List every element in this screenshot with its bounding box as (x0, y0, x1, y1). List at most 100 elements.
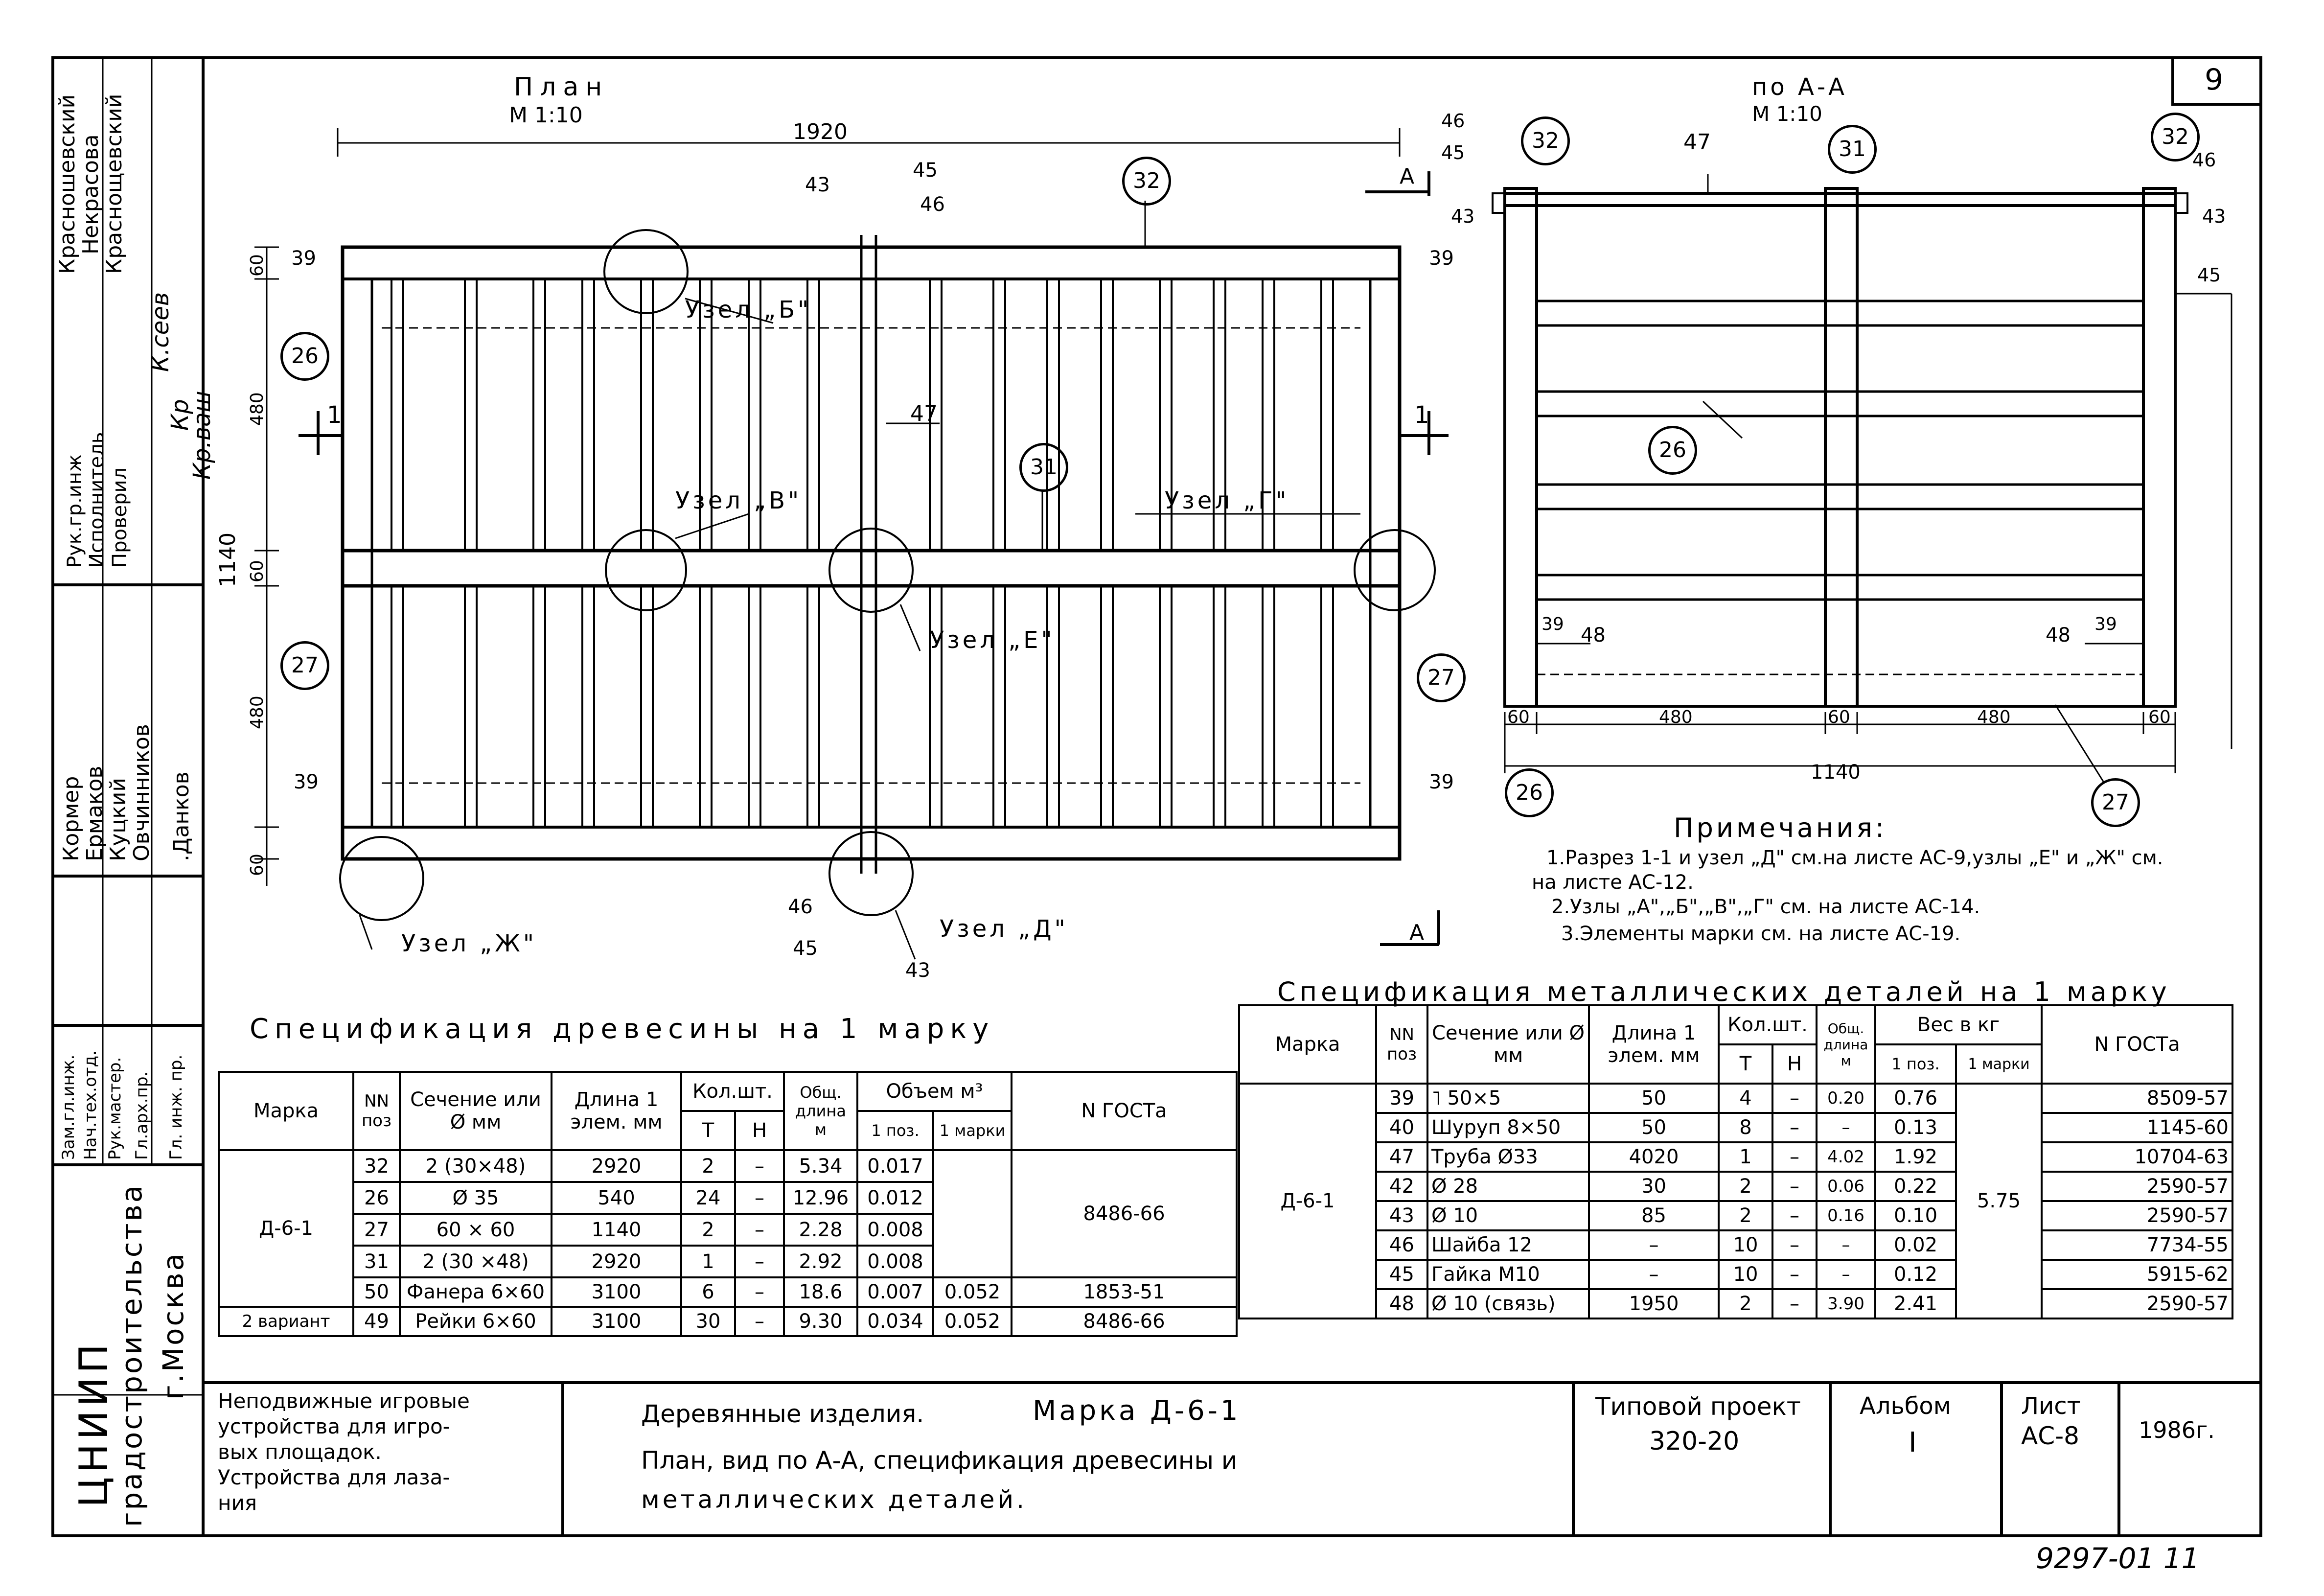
plan-slat (929, 278, 943, 552)
plan-slat (581, 278, 595, 552)
node-label: Узел „Д" (940, 915, 1068, 943)
pos-mark-39: 39 (1542, 614, 1564, 634)
album-label: Альбом (1860, 1392, 1951, 1420)
plan-slat (1159, 278, 1173, 552)
pos-mark-45: 45 (1441, 142, 1465, 163)
object-line: устройства для игро- (218, 1414, 450, 1438)
col-header: Сечение или Ø мм (399, 1071, 552, 1151)
mark-cell: Д-6-1 (218, 1149, 354, 1308)
pos-mark-31: 31 (1019, 443, 1068, 492)
cell: 0.16 (1816, 1200, 1876, 1231)
cell: Рейки 6×60 (399, 1306, 552, 1337)
cell: 47 (1375, 1141, 1428, 1173)
col-header: N ГОСТа (2041, 1004, 2234, 1085)
plan-slat (532, 585, 546, 828)
cell: 9.30 (783, 1306, 858, 1337)
cell: 0.017 (856, 1149, 934, 1183)
cell: 3100 (551, 1276, 682, 1308)
pos-mark-27: 27 (280, 641, 329, 690)
cell: 2 (30×48) (399, 1149, 552, 1183)
plan-slat (1046, 278, 1060, 552)
cell: 0.008 (856, 1245, 934, 1278)
cut-label: 1 (1414, 401, 1429, 429)
col-header: Кол.шт. (1718, 1004, 1818, 1045)
col-header: NN поз (352, 1071, 401, 1151)
plan-slat (1046, 585, 1060, 828)
cell: 8486-66 (1011, 1149, 1238, 1278)
cell: – (1772, 1200, 1818, 1231)
cell: 18.6 (783, 1276, 858, 1308)
pos-mark-45: 45 (793, 937, 818, 960)
metal-spec-table: Марка NN поз Сечение или Ø мм Длина 1 эл… (1238, 1004, 2234, 1319)
cell: Д-6-1 (1238, 1083, 1377, 1319)
pos-mark-26: 26 (1648, 426, 1697, 475)
node-label: Узел „Е" (930, 626, 1055, 654)
cell: 2 (680, 1213, 736, 1247)
plan-slat (1159, 585, 1173, 828)
role-label: .Данков (169, 771, 194, 861)
node-label: Узел „Г" (1165, 487, 1289, 514)
cell: 30 (680, 1306, 736, 1337)
plan-slat (1320, 278, 1334, 552)
plan-dim-total: 1140 (215, 532, 240, 587)
node-label: Узел „Б" (685, 296, 812, 324)
col-header: Т (680, 1110, 736, 1151)
cell: 2 (1718, 1200, 1773, 1231)
cell: 10 (1718, 1229, 1773, 1261)
role-label: Ермаков (82, 765, 107, 861)
col-header: 1 поз. (1874, 1043, 1957, 1085)
notes-title: Примечания: (1674, 812, 1887, 843)
signer-name: Некрасова (78, 134, 103, 254)
cell: 0.12 (1874, 1259, 1957, 1290)
cell: – (734, 1149, 785, 1183)
role-label: Исполнитель (86, 432, 108, 568)
pos-mark-43: 43 (2202, 206, 2226, 227)
table-row: 26 Ø 35 540 24 – 12.96 0.012 (219, 1181, 1237, 1215)
plan-slat (391, 278, 404, 552)
section-dim: 480 (1659, 707, 1693, 727)
cell: 60 × 60 (399, 1213, 552, 1247)
cell: 46 (1375, 1229, 1428, 1261)
col-header: Общ. длина м (783, 1071, 858, 1151)
plan-slat (464, 278, 478, 552)
cell: – (1772, 1259, 1818, 1290)
cell: 49 (352, 1306, 401, 1337)
cell: 3100 (551, 1306, 682, 1337)
cell: 85 (1588, 1200, 1720, 1231)
cell: 5.34 (783, 1149, 858, 1183)
object-line: Неподвижные игровые (218, 1389, 470, 1413)
note-line: 1.Разрез 1-1 и узел „Д" см.на листе АС-9… (1546, 847, 2163, 869)
section-drawing (1492, 174, 2232, 784)
cell: – (1772, 1171, 1818, 1202)
plan-slat (806, 585, 820, 828)
wood-spec-title: Спецификация древесины на 1 марку (250, 1013, 995, 1045)
sheet-value: АС-8 (2021, 1422, 2079, 1450)
section-dim-total: 1140 (1811, 761, 1861, 784)
cell: Шуруп 8×50 (1427, 1112, 1590, 1143)
project-value: 320-20 (1649, 1427, 1740, 1456)
table-row: 27 60 × 60 1140 2 – 2.28 0.008 (219, 1213, 1237, 1247)
note-line: 3.Элементы марки см. на листе АС-19. (1561, 923, 1961, 945)
pos-mark-46: 46 (788, 896, 813, 918)
plan-dim-top: 1920 (793, 119, 848, 144)
signature: К.сеев (147, 292, 174, 372)
plan-slat (640, 585, 654, 828)
signer-name: Краснощевский (102, 93, 127, 274)
cell: 2920 (551, 1245, 682, 1278)
role-label: Нач.тех.отд. (81, 1050, 100, 1160)
section-dim: 480 (1977, 707, 2011, 727)
cell: 24 (680, 1181, 736, 1215)
cut-label: А (1400, 164, 1415, 189)
cell: 1 (680, 1245, 736, 1278)
org-name: ЦНИИП (71, 1340, 116, 1507)
cell: – (734, 1181, 785, 1215)
cell: 0.20 (1816, 1083, 1876, 1114)
cell: 0.052 (932, 1306, 1012, 1337)
pos-mark-43: 43 (905, 959, 930, 982)
node-label: Узел „В" (675, 487, 802, 514)
cell: 0.06 (1816, 1171, 1876, 1202)
plan-slat (1320, 585, 1334, 828)
cell: Гайка М10 (1427, 1259, 1590, 1290)
col-header: Объем м³ (856, 1071, 1012, 1112)
